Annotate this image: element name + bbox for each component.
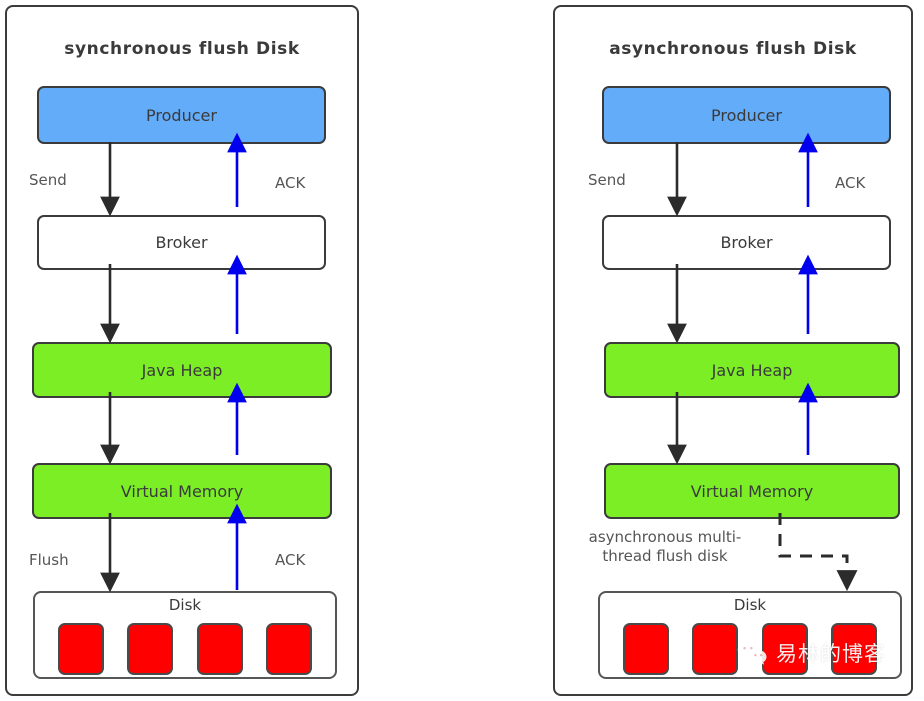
panel-title-asynchronous: asynchronous flush Disk — [609, 39, 857, 59]
disk-block — [196, 622, 243, 675]
edge-label-send-synchronous: Send — [29, 171, 67, 189]
disk-block — [830, 622, 877, 675]
node-label: Java Heap — [141, 360, 223, 380]
disk-container-synchronous: Disk — [33, 591, 337, 679]
node-label: Producer — [146, 105, 217, 125]
node-label: Virtual Memory — [690, 481, 814, 501]
disk-block — [127, 622, 174, 675]
edge-label-flush-synchronous: Flush — [29, 551, 69, 569]
node-label: Broker — [155, 233, 208, 252]
watermark-text: 易林的博客 — [776, 642, 886, 666]
node-label: Java Heap — [711, 360, 793, 380]
wechat-icon — [737, 641, 767, 665]
watermark: 易林的博客 — [736, 638, 886, 668]
node-label: Virtual Memory — [120, 481, 244, 501]
panel-synchronous-flush-disk: synchronous flush Disk Producer Broker J… — [5, 5, 359, 696]
edge-label-ack-upper-synchronous: ACK — [275, 174, 306, 192]
disk-block — [761, 622, 808, 675]
node-broker-asynchronous: Broker — [602, 215, 891, 270]
disk-block — [265, 622, 312, 675]
node-producer-synchronous: Producer — [37, 86, 326, 144]
node-label: Broker — [720, 233, 773, 252]
node-producer-asynchronous: Producer — [602, 86, 891, 144]
disk-block — [692, 622, 739, 675]
disk-block-row — [35, 620, 335, 677]
edge-label-ack-asynchronous: ACK — [835, 174, 866, 192]
node-label: Producer — [711, 105, 782, 125]
disk-block — [58, 622, 105, 675]
disk-label: Disk — [733, 596, 767, 614]
node-virtual-memory-synchronous: Virtual Memory — [32, 463, 332, 519]
node-virtual-memory-asynchronous: Virtual Memory — [604, 463, 900, 519]
disk-label: Disk — [168, 596, 202, 614]
node-java-heap-asynchronous: Java Heap — [604, 342, 900, 398]
disk-block-row — [600, 620, 900, 677]
node-broker-synchronous: Broker — [37, 215, 326, 270]
edge-label-ack-lower-synchronous: ACK — [275, 551, 306, 569]
disk-block — [623, 622, 670, 675]
disk-container-asynchronous: Disk — [598, 591, 902, 679]
edge-label-async-multithread-flush-disk: asynchronous multi-thread flush disk — [588, 528, 742, 566]
node-java-heap-synchronous: Java Heap — [32, 342, 332, 398]
panel-title-synchronous: synchronous flush Disk — [64, 39, 300, 59]
edge-label-send-asynchronous: Send — [588, 171, 626, 189]
panel-asynchronous-flush-disk: asynchronous flush Disk Producer Broker … — [553, 5, 913, 696]
